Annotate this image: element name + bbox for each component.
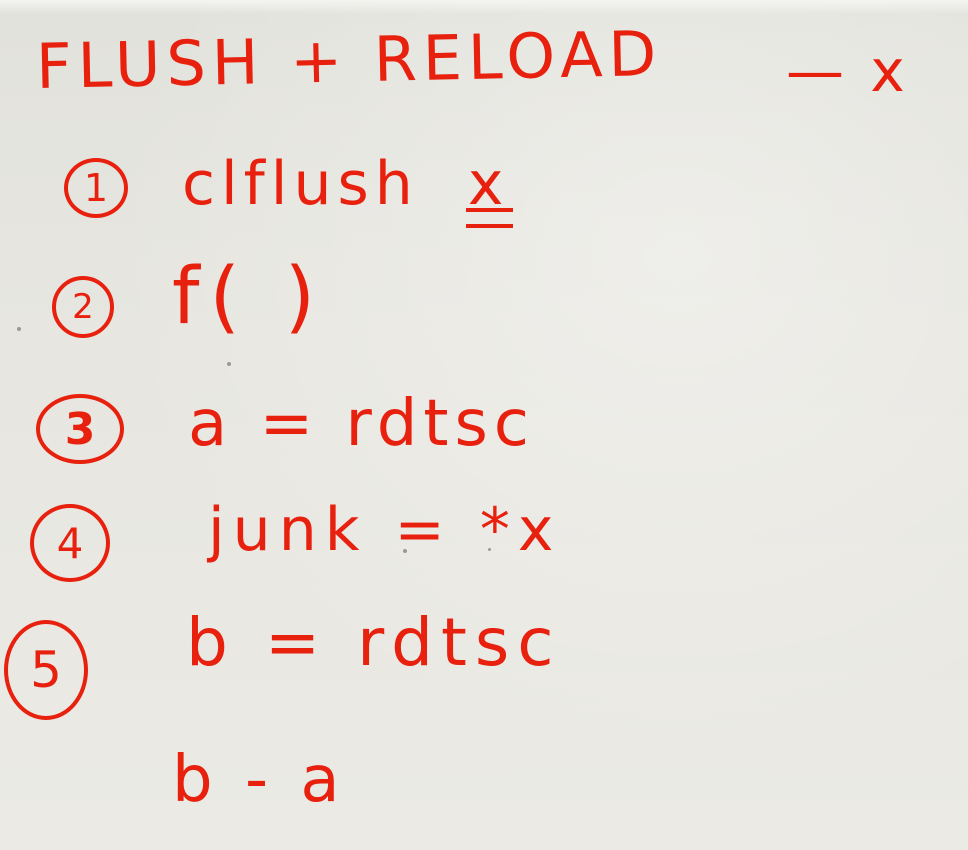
- whiteboard-title-suffix: — x: [786, 37, 909, 105]
- step-1-underlined-x: x: [465, 149, 513, 228]
- board-speck: [403, 549, 407, 553]
- step-3-number: 3: [64, 403, 96, 455]
- step-2-number-circle: 2: [52, 276, 114, 338]
- step-3-code: a = rdtsc: [188, 387, 535, 461]
- step-1-code: clflush x: [182, 149, 513, 228]
- step-5-number: 5: [30, 641, 62, 699]
- step-3-number-circle: 3: [36, 394, 124, 464]
- step-4-number: 4: [56, 518, 84, 568]
- board-speck: [17, 327, 21, 331]
- step-1-text: clflush: [182, 149, 419, 219]
- step-1-number-circle: 1: [64, 158, 128, 218]
- board-speck: [227, 362, 231, 366]
- final-expression: b - a: [172, 743, 346, 817]
- board-speck: [488, 548, 491, 551]
- step-5-code: b = rdtsc: [186, 604, 562, 681]
- step-2-code: f( ): [172, 252, 326, 342]
- step-4-code: junk = *x: [208, 495, 562, 565]
- whiteboard-title: FLUSH + RELOAD: [35, 16, 663, 103]
- step-5-number-circle: 5: [4, 620, 88, 720]
- step-2-number: 2: [72, 287, 94, 327]
- step-4-number-circle: 4: [30, 504, 110, 582]
- step-1-number: 1: [83, 166, 109, 210]
